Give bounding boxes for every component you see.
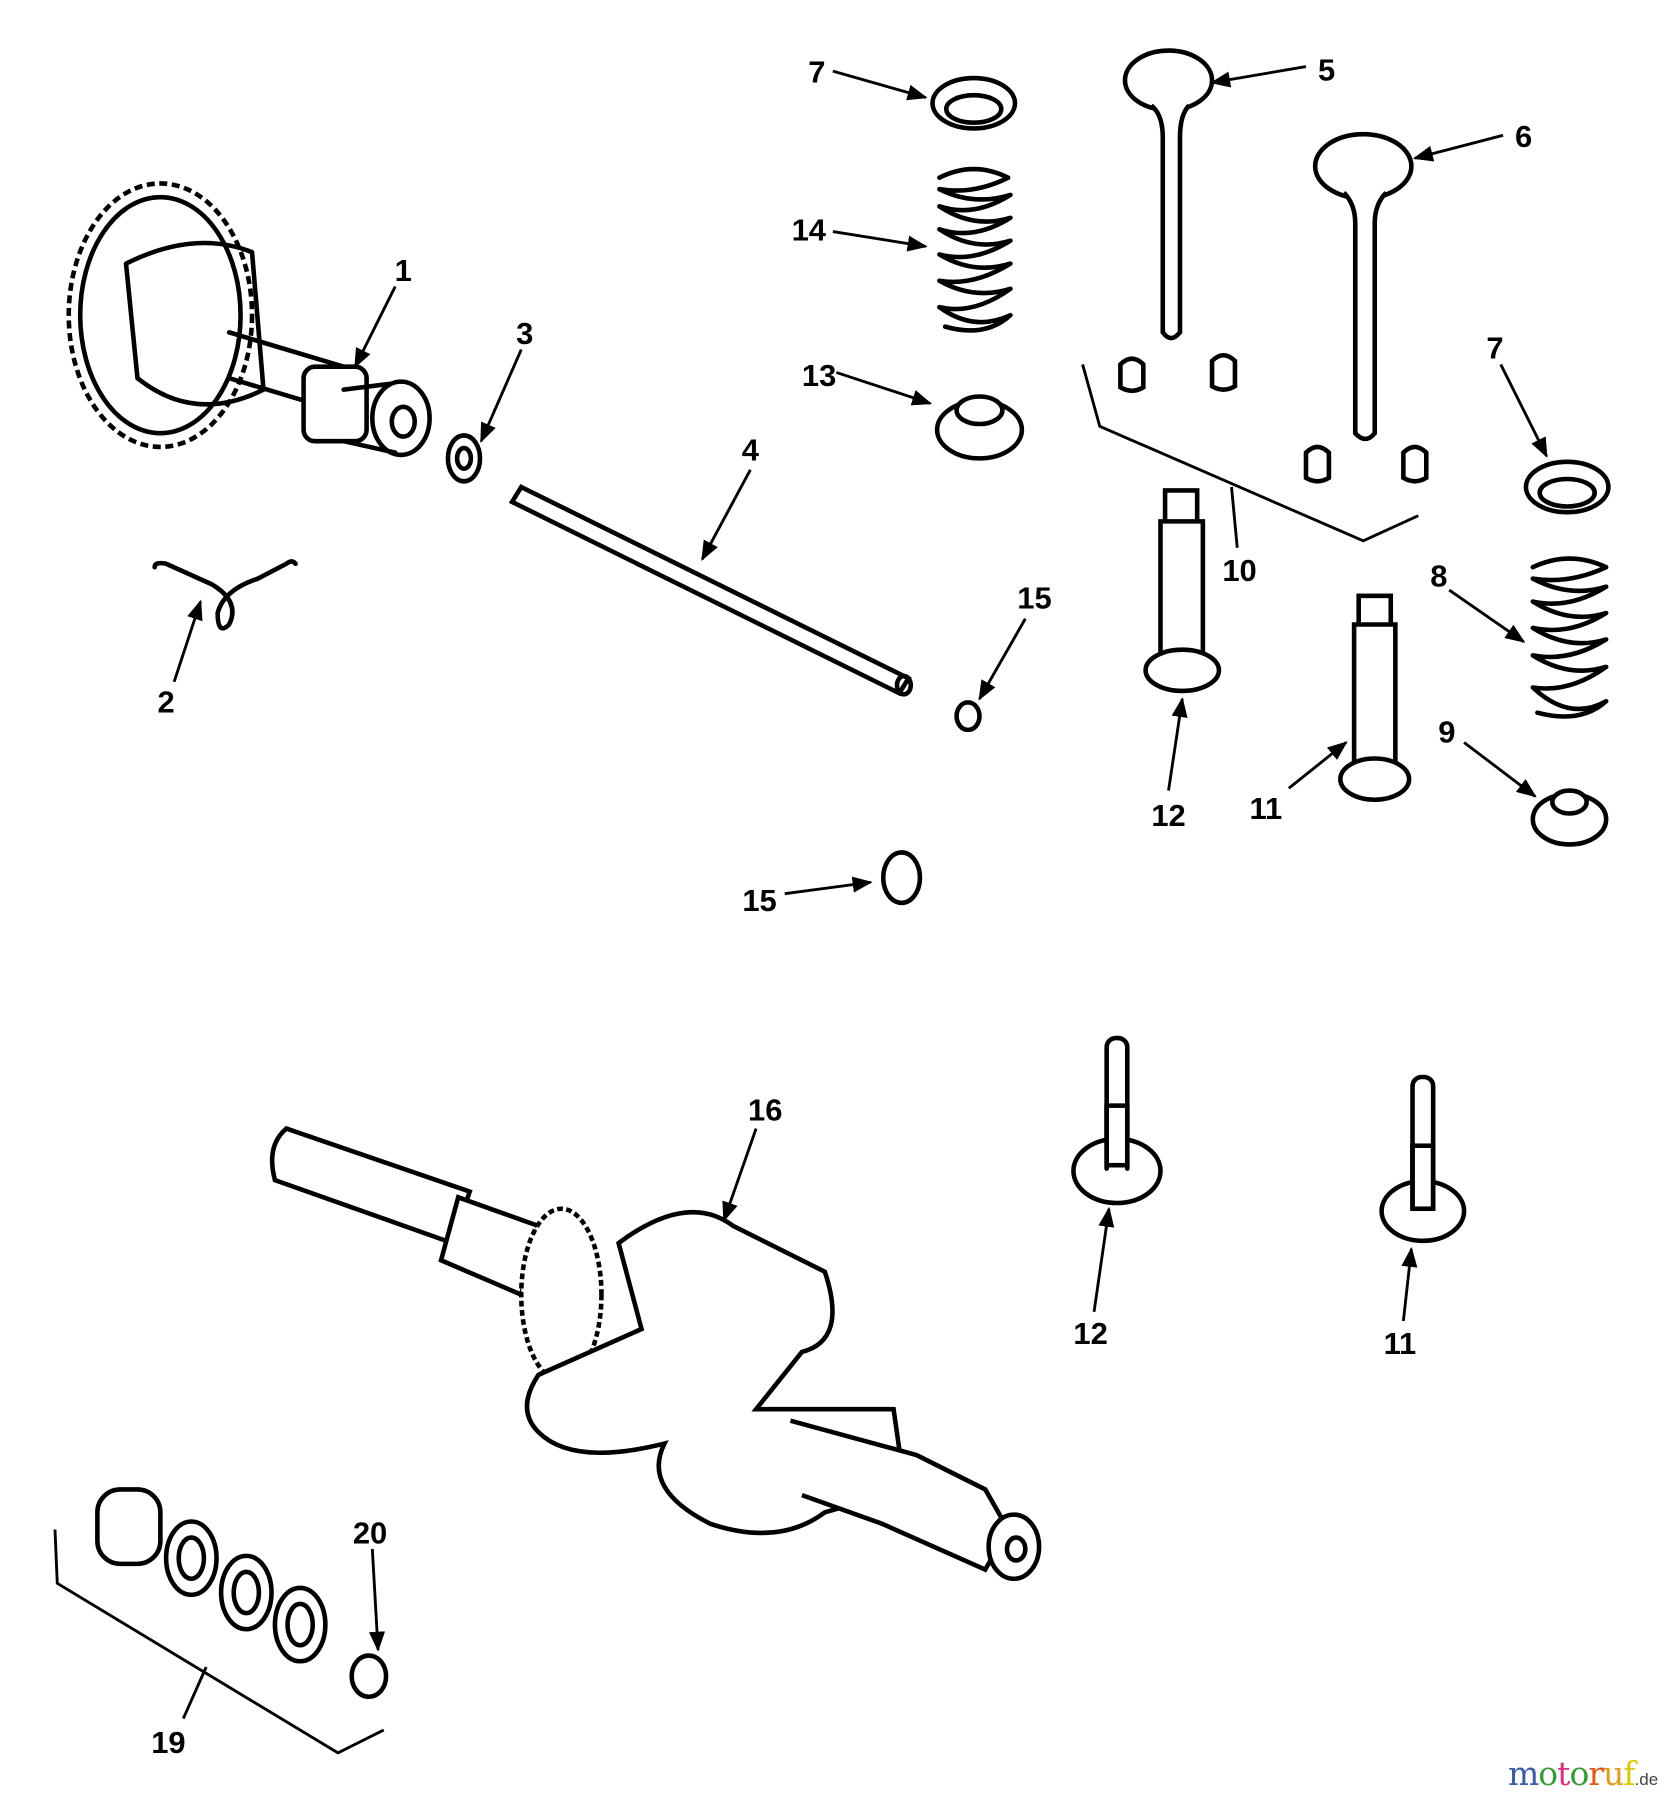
callout-3: 3 xyxy=(516,316,533,351)
callout-4: 4 xyxy=(742,433,760,468)
valve-keepers xyxy=(1081,352,1429,543)
valve-spring xyxy=(1530,556,1609,719)
tappet xyxy=(1338,593,1412,803)
watermark-letter: r xyxy=(1588,1754,1604,1793)
shaft xyxy=(508,484,914,697)
callout-7: 7 xyxy=(1486,331,1503,366)
callout-12: 12 xyxy=(1151,798,1185,833)
callout-5: 5 xyxy=(1318,52,1335,87)
callout-11: 11 xyxy=(1384,1326,1417,1361)
intake-valve xyxy=(1312,131,1414,442)
callout-15: 15 xyxy=(742,883,776,918)
valve-spring xyxy=(937,166,1013,333)
watermark-logo: motoruf.de xyxy=(1508,1754,1658,1793)
tappet xyxy=(1379,1074,1467,1244)
callout-9: 9 xyxy=(1438,714,1455,749)
exhaust-valve xyxy=(1122,48,1215,341)
callout-20: 20 xyxy=(353,1515,387,1550)
callout-7: 7 xyxy=(808,55,825,90)
washer xyxy=(445,433,483,484)
watermark-letter: t xyxy=(1557,1754,1570,1793)
callout-1: 1 xyxy=(395,253,412,288)
bushing xyxy=(954,700,982,733)
wire-spring xyxy=(152,559,298,631)
tappet xyxy=(1143,488,1222,694)
callout-15: 15 xyxy=(1017,580,1051,615)
leader-arrows xyxy=(172,65,1548,1720)
tappet xyxy=(1071,1035,1163,1206)
watermark-letter: o xyxy=(1569,1754,1589,1793)
crankshaft xyxy=(269,1125,1042,1582)
bearing-kit xyxy=(53,1487,385,1755)
callout-11: 11 xyxy=(1250,791,1283,826)
callout-14: 14 xyxy=(792,213,827,248)
watermark-letter: u xyxy=(1603,1754,1624,1793)
callout-12: 12 xyxy=(1073,1316,1107,1351)
callout-6: 6 xyxy=(1515,119,1532,154)
watermark-letter: m xyxy=(1508,1754,1539,1793)
snap-ring xyxy=(349,1653,389,1700)
callout-10: 10 xyxy=(1222,553,1256,588)
callout-2: 2 xyxy=(158,685,175,720)
callout-8: 8 xyxy=(1430,559,1447,594)
watermark-letter: o xyxy=(1538,1754,1558,1793)
watermark-suffix: .de xyxy=(1634,1770,1659,1789)
watermark-letter: f xyxy=(1623,1754,1635,1793)
callout-19: 19 xyxy=(151,1725,185,1760)
callout-labels: 1 2 3 4 5 6 7 7 8 9 10 11 11 12 12 13 14… xyxy=(151,52,1532,1760)
ring xyxy=(880,850,923,906)
callout-16: 16 xyxy=(748,1093,782,1128)
callout-13: 13 xyxy=(802,358,836,393)
camshaft-gear xyxy=(66,181,432,458)
